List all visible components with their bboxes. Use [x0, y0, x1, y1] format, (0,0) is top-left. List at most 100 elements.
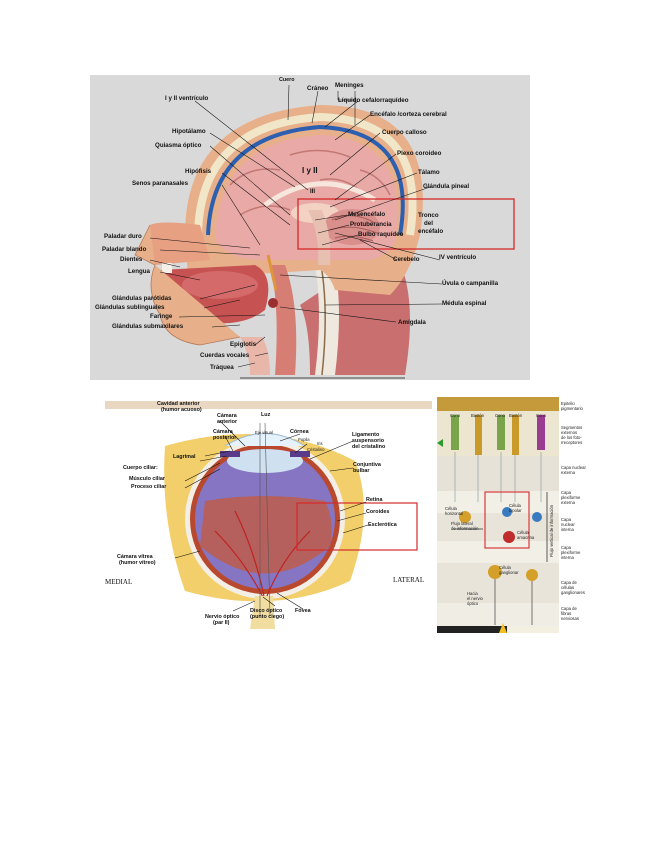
label-plexo: Plexo coroideo [397, 150, 442, 157]
label-nervio: Nervio óptico [205, 614, 240, 620]
label-lengua: Lengua [128, 268, 151, 275]
label-ganglionar-3: ganglionares [561, 590, 585, 595]
label-coroides: Coroides [366, 509, 389, 515]
label-submaxilares: Glándulas submaxilares [112, 323, 184, 330]
label-faringe: Faringe [150, 313, 173, 320]
label-epitelio: Epitelio [561, 401, 575, 406]
label-bulbo: Bulbo raquídeo [358, 231, 404, 238]
retina-illustration: Cono Bastón Cono Bastón Cono Célula hori… [437, 397, 587, 633]
label-dientes: Dientes [120, 256, 143, 263]
label-cerebelo: Cerebelo [393, 256, 420, 263]
label-craneo: Cráneo [307, 85, 329, 92]
label-cel-gang-2: ganglionar [499, 570, 519, 575]
label-cono1: Cono [450, 413, 461, 418]
label-segmentos: Segmentos [561, 425, 582, 430]
label-ligamento: Ligamento [352, 432, 380, 438]
label-calloso: Cuerpo calloso [382, 129, 427, 136]
label-plex-int: Capa [561, 545, 572, 550]
label-ganglionar: Capa de [561, 580, 578, 585]
label-meninges: Meninges [335, 82, 364, 89]
label-flujo-lat-2: de información [451, 526, 479, 531]
label-hipofisis: Hipófisis [185, 168, 212, 175]
label-cornea: Córnea [290, 429, 310, 435]
label-paladar-blando: Paladar blando [102, 246, 147, 253]
label-bipolar-2: bipolar [509, 508, 522, 513]
label-fovea: Fóvea [295, 608, 312, 614]
label-disco: Disco óptico [250, 608, 283, 614]
label-nuclear-int-2: nuclear [561, 522, 575, 527]
label-nervio-2: (par II) [213, 620, 230, 626]
label-musculo: Músculo ciliar [129, 476, 166, 482]
label-hacia: Hacia [467, 591, 478, 596]
label-amacrina-2: amacrina [517, 535, 535, 540]
label-bipolar: Célula [509, 503, 522, 508]
label-segmentos-3: de los foto- [561, 435, 582, 440]
label-tronco-3: encéfalo [418, 228, 443, 235]
label-medial: MEDIAL [105, 578, 132, 586]
label-nuclear-ext: Capa nuclear [561, 465, 587, 470]
label-lateral: LATERAL [393, 576, 424, 584]
label-hacia-3: óptico [467, 601, 479, 606]
label-cuarto: IV ventrículo [439, 254, 476, 261]
brain-sagittal-illustration: Cuero Cráneo Meninges I y II ventrículo … [90, 75, 530, 380]
label-nuclear-int-3: interna [561, 527, 574, 532]
label-ganglionar-2: células [561, 585, 574, 590]
label-amigdala: Amígdala [398, 319, 426, 326]
label-parotidas: Glándulas parótidas [112, 295, 172, 302]
label-fibras: Capa de [561, 606, 578, 611]
label-camara-posterior: Cámara [213, 429, 234, 435]
label-plex-ext-3: externa [561, 500, 576, 505]
label-mesencefalo: Mesencéfalo [348, 211, 385, 218]
label-uvula: Úvula o campanilla [442, 280, 499, 287]
eye-section-figure: Cavidad anterior (humor acuoso) Cámara a… [105, 401, 432, 629]
label-iyii-inline: I y II [302, 166, 318, 175]
label-camara-anterior: Cámara [217, 413, 238, 419]
label-paladar-duro: Paladar duro [104, 233, 142, 240]
label-hipotalamo: Hipotálamo [172, 128, 206, 135]
label-retina: Retina [366, 497, 383, 503]
label-ligamento-3: del cristalino [352, 444, 386, 450]
label-cono3: Cono [536, 413, 547, 418]
label-disco-2: (punto ciego) [250, 614, 284, 620]
label-epitelio-2: pigmentario [561, 406, 584, 411]
label-traquea: Tráquea [210, 364, 234, 371]
label-liquido: Líquido cefalorraquídeo [338, 97, 409, 104]
label-medula: Médula espinal [442, 300, 487, 307]
label-cuerpo-ciliar: Cuerpo ciliar: [123, 465, 158, 471]
retina-layers-figure: Cono Bastón Cono Bastón Cono Célula hori… [437, 397, 597, 633]
label-epiglotis: Epiglotis [230, 341, 257, 348]
label-fibras-2: fibras [561, 611, 571, 616]
label-cristalino: Cristalino [307, 447, 325, 452]
label-cono2: Cono [495, 413, 506, 418]
label-quiasma: Quiasma óptico [155, 142, 202, 149]
label-camara-anterior-2: anterior [217, 419, 238, 425]
label-cuero-1: Cuero [279, 77, 295, 83]
label-cel-gang: Célula [499, 565, 512, 570]
label-plex-int-2: plexiforme [561, 550, 581, 555]
label-baston1: Bastón [471, 413, 485, 418]
label-amacrina: Célula [517, 530, 530, 535]
label-encefalo: Encéfalo /corteza cerebral [370, 111, 447, 118]
label-plex-ext-2: plexiforme [561, 495, 581, 500]
label-nuclear-int: Capa [561, 517, 572, 522]
label-plex-ext: Capa [561, 490, 572, 495]
label-esclerotica: Esclerótica [368, 522, 398, 528]
label-tronco-1: Tronco [418, 212, 439, 219]
label-horizontal: Célula [445, 506, 458, 511]
label-fibras-3: nerviosas [561, 616, 579, 621]
label-camara-ant: Cavidad anterior [157, 401, 200, 407]
label-senos: Senos paranasales [132, 180, 189, 187]
label-segmentos-2: externos [561, 430, 577, 435]
label-camara-ant-2: (humor acuoso) [161, 407, 202, 413]
label-sublinguales: Glándulas sublinguales [95, 304, 165, 311]
label-conjuntiva-2: bulbar [353, 468, 370, 474]
label-flujo-lat: Flujo lateral [451, 521, 473, 526]
label-ventriculo: I y II ventrículo [165, 95, 209, 102]
label-pupila: Pupila [298, 437, 310, 442]
label-nuclear-ext-2: externa [561, 470, 576, 475]
label-baston2: Bastón [509, 413, 523, 418]
label-pineal: Glándula pineal [423, 183, 469, 190]
eye-illustration: Cavidad anterior (humor acuoso) Cámara a… [105, 401, 432, 629]
label-hacia-2: el nervio [467, 596, 483, 601]
label-camara-posterior-2: posterior [213, 435, 237, 441]
